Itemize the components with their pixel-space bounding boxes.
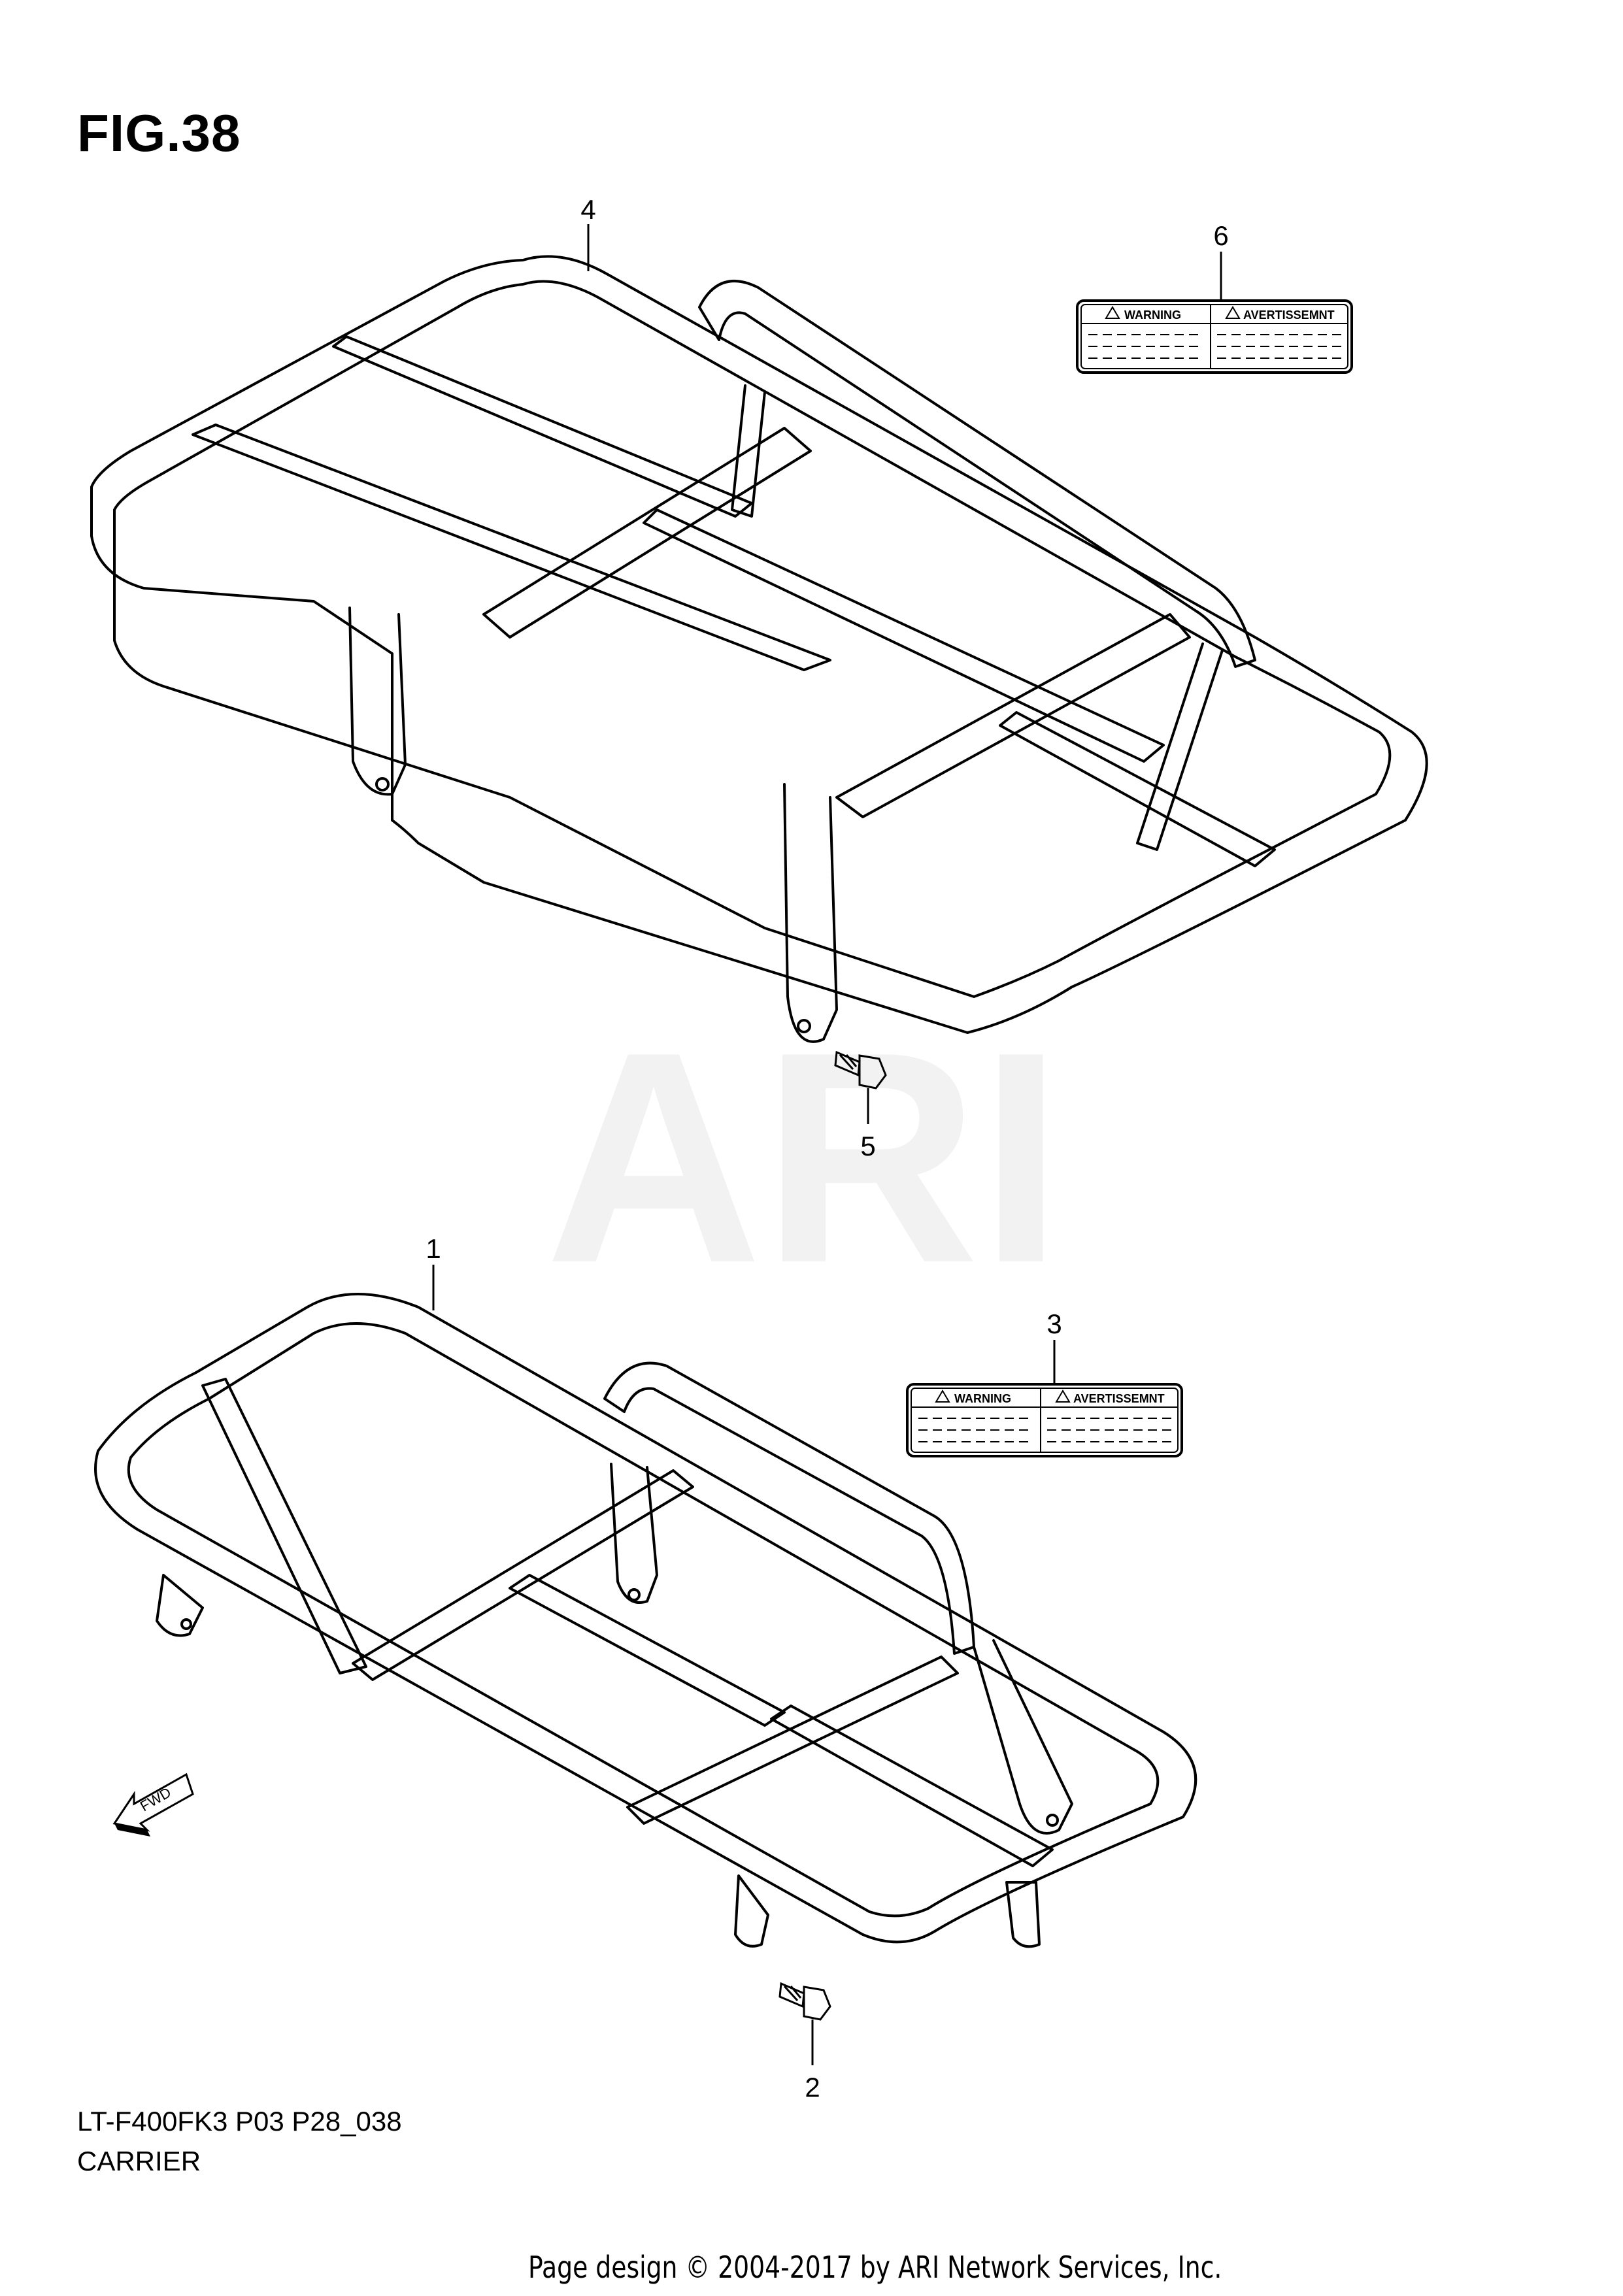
rear-carrier-part-1 [94, 1293, 1197, 1948]
warning-label-part-3: WARNING AVERTISSEMNT [906, 1383, 1183, 1457]
callout-3: 3 [1046, 1308, 1062, 1339]
callout-6: 6 [1213, 220, 1228, 251]
copyright-footer: Page design © 2004-2017 by ARI Network S… [528, 2250, 1222, 2285]
section-name: CARRIER [77, 2146, 201, 2176]
front-carrier-part-4 [90, 255, 1428, 1043]
callout-4: 4 [580, 194, 595, 225]
figure-title: FIG.38 [77, 104, 241, 162]
label3-avertissement-text: AVERTISSEMNT [1073, 1392, 1165, 1405]
fwd-arrow-text: FWD [137, 1784, 174, 1815]
leader-lines [432, 224, 1222, 2065]
bolt-part-5 [834, 1050, 887, 1090]
fwd-arrow-icon: FWD [112, 1772, 194, 1837]
label3-warning-text: WARNING [954, 1392, 1011, 1405]
callout-5: 5 [860, 1131, 875, 1161]
warning-label-part-6: WARNING AVERTISSEMNT [1076, 299, 1353, 374]
ari-watermark: ARI [545, 990, 1063, 1325]
callout-2: 2 [805, 2072, 820, 2103]
label6-avertissement-text: AVERTISSEMNT [1243, 308, 1335, 322]
callout-1: 1 [426, 1233, 441, 1264]
model-code: LT-F400FK3 P03 P28_038 [77, 2106, 402, 2137]
label6-warning-text: WARNING [1124, 308, 1181, 322]
bolt-part-2 [778, 1982, 831, 2021]
